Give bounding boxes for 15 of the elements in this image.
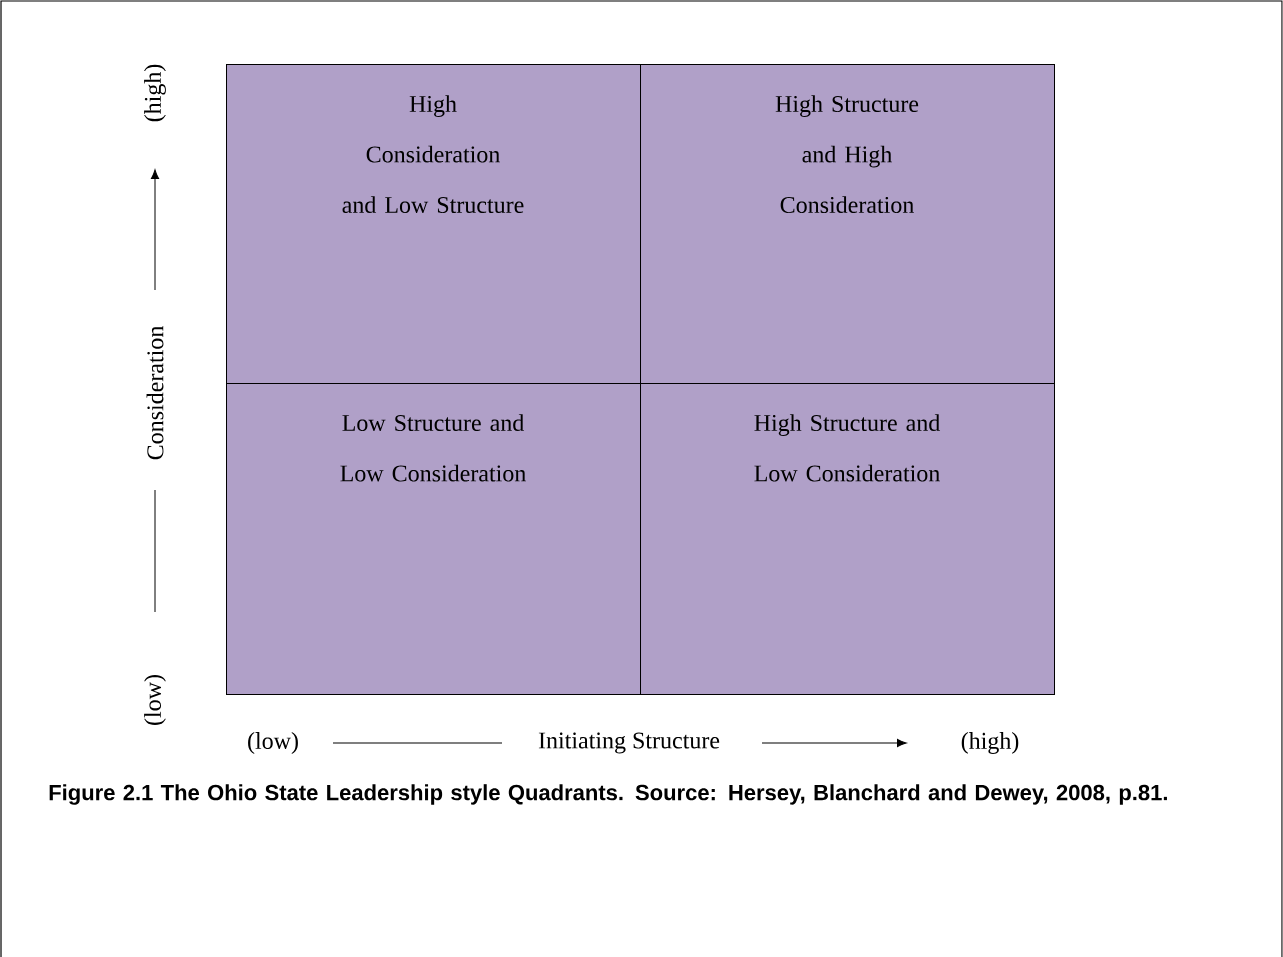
axis-label: (low) (144, 675, 166, 725)
axis-title: Initiating Structure (538, 732, 720, 754)
axis-title: Consideration (146, 326, 164, 460)
axis-label: (high) (144, 64, 166, 122)
axis-label: (low) (248, 732, 298, 754)
quadrant-box (226, 383, 641, 695)
quadrant-box (640, 383, 1055, 695)
quadrant-text: High Consideration and Low Structure (342, 95, 524, 214)
axis-label: (high) (961, 732, 1019, 754)
quadrant-box (226, 64, 641, 384)
quadrant-text: High Structure and Low Consideration (754, 414, 940, 482)
quadrant-text: High Structure and High Consideration (775, 95, 919, 214)
quadrant-box (640, 64, 1055, 384)
figure-caption: Figure 2.1 The Ohio State Leadership style Quadrants. Source: Hersey, Blanchard and Dewey, 2008, p.81. (49, 784, 1167, 805)
quadrant-text: Low Structure and Low Consideration (340, 414, 526, 482)
